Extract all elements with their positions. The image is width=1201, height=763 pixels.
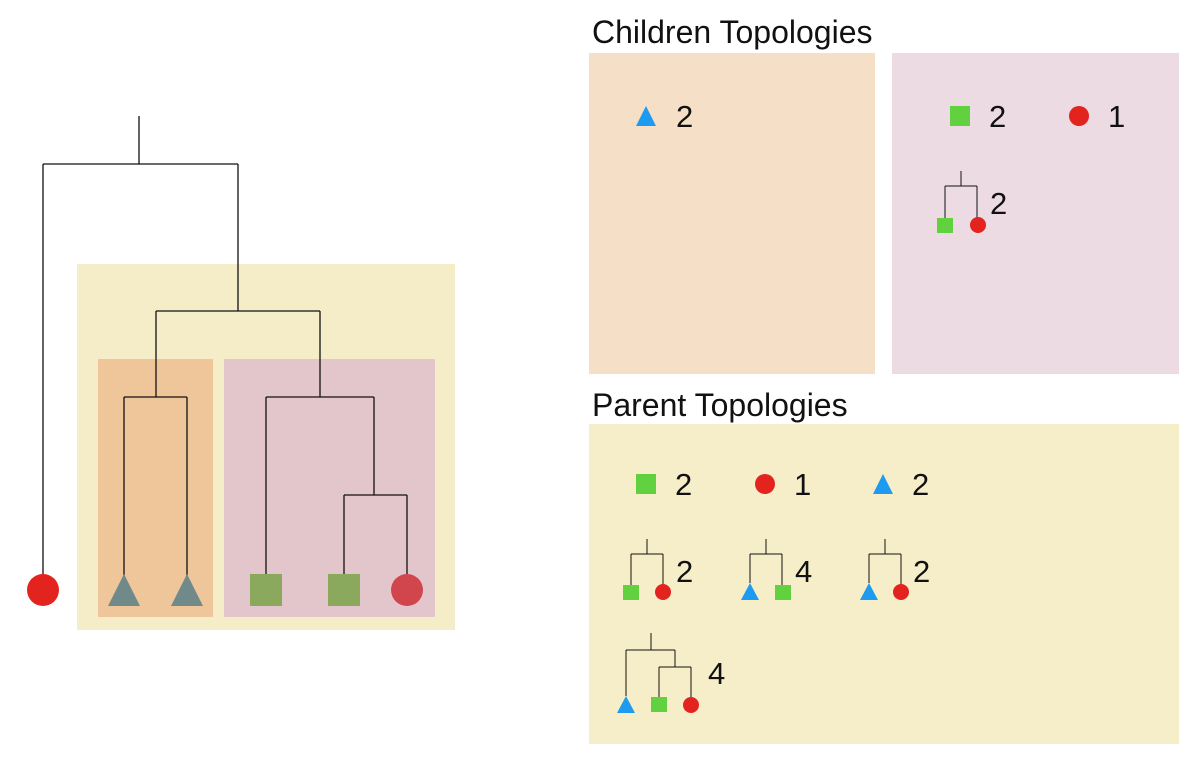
leaf-square-icon — [250, 574, 282, 606]
children-pink-panel — [892, 53, 1179, 374]
count-label: 2 — [912, 467, 929, 502]
leaf-triangle-icon — [171, 574, 203, 606]
count-label: 2 — [913, 554, 930, 589]
square-circle-subtree-icon — [937, 171, 986, 233]
leaf-triangle-icon — [108, 574, 140, 606]
leaf-circle-icon — [391, 574, 423, 606]
triangle-circle-subtree-icon — [860, 539, 909, 600]
count-label: 4 — [795, 554, 812, 589]
count-label: 2 — [676, 99, 693, 134]
tree-orange-box — [98, 359, 213, 617]
green-square-icon — [950, 106, 970, 126]
count-label: 4 — [708, 656, 725, 691]
count-label: 1 — [1108, 99, 1125, 134]
triangle-square-subtree-icon — [741, 539, 791, 600]
count-label: 1 — [794, 467, 811, 502]
root-leaf-circle-icon — [27, 574, 59, 606]
blue-triangle-icon — [636, 106, 656, 126]
count-label: 2 — [990, 186, 1007, 221]
parent-topologies-title: Parent Topologies — [592, 387, 848, 423]
children-orange-panel — [589, 53, 875, 374]
red-circle-icon — [755, 474, 775, 494]
red-circle-icon — [1069, 106, 1089, 126]
count-label: 2 — [989, 99, 1006, 134]
children-topologies-title: Children Topologies — [592, 14, 872, 50]
main-tree — [27, 116, 455, 630]
square-circle-subtree-icon — [623, 539, 671, 600]
count-label: 2 — [675, 467, 692, 502]
green-square-icon — [636, 474, 656, 494]
triangle-square-circle-subtree-icon — [617, 633, 699, 713]
blue-triangle-icon — [873, 474, 893, 494]
leaf-square-icon — [328, 574, 360, 606]
count-label: 2 — [676, 554, 693, 589]
